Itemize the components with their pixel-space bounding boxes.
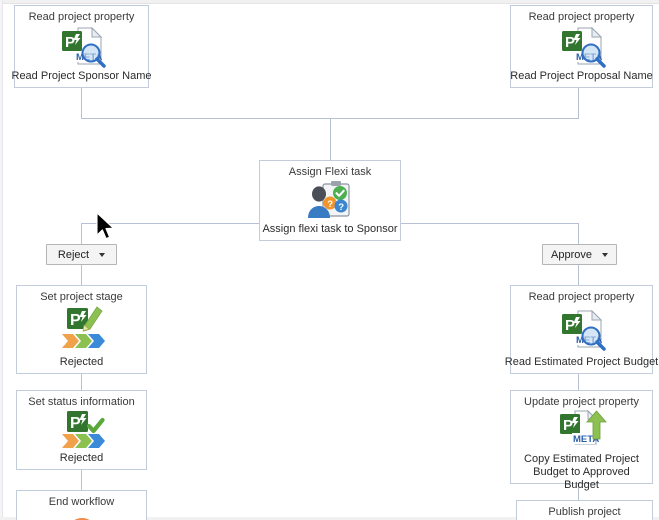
node-publish-project[interactable]: Publish project [516, 500, 653, 520]
node-caption: Copy Estimated Project Budget to Approve… [524, 453, 639, 491]
svg-text:P: P [70, 312, 81, 329]
node-update-project-property[interactable]: Update project property P META Copy Esti… [510, 390, 653, 491]
node-title: Assign Flexi task [288, 166, 372, 178]
left-chrome-strip [0, 0, 3, 520]
node-title: Read project property [528, 291, 635, 303]
connector-rail-to-assign [330, 118, 331, 160]
branch-button-approve[interactable]: Approve [542, 244, 617, 265]
bottom-chrome-strip [0, 517, 659, 520]
branch-button-reject[interactable]: Reject [46, 244, 117, 265]
connector-reject-to-set-stage [81, 264, 82, 285]
svg-text:P: P [563, 417, 573, 434]
chevron-down-icon[interactable] [601, 252, 608, 257]
node-title: Set status information [28, 396, 135, 408]
read-project-property-meta-icon: P META [515, 304, 648, 356]
node-read-estimated-project-budget[interactable]: Read project property P META Read Estima… [505, 285, 658, 374]
connector-update-to-publish [578, 484, 579, 500]
node-caption: Read Estimated Project Budget [504, 356, 659, 368]
node-assign-flexi-task[interactable]: Assign Flexi task ? ? Assign flexi task … [259, 160, 401, 241]
node-caption: Read Project Sponsor Name [11, 70, 152, 82]
read-project-property-meta-icon: P META [19, 24, 144, 70]
connector-read-sponsor-down [81, 88, 82, 119]
set-status-information-icon: P [21, 409, 142, 452]
svg-text:P: P [65, 34, 75, 51]
branch-button-label: Reject [57, 248, 90, 261]
connector-status-to-end [81, 470, 82, 490]
svg-text:P: P [70, 415, 81, 432]
connector-set-stage-to-status [81, 374, 82, 390]
assign-flexi-task-icon: ? ? [264, 179, 396, 223]
end-workflow-icon [21, 509, 142, 520]
connector-read-budget-to-update [578, 374, 579, 390]
update-project-property-icon: P META [515, 409, 648, 453]
node-caption: Rejected [59, 452, 104, 464]
node-title: Read project property [528, 11, 635, 23]
svg-text:P: P [565, 34, 575, 51]
top-chrome-strip [0, 0, 659, 4]
node-title: Set project stage [40, 291, 123, 303]
set-project-stage-icon: P [21, 304, 142, 356]
connector-read-proposal-down [578, 88, 579, 119]
node-set-project-stage[interactable]: Set project stage P Rejected [16, 285, 147, 374]
connector-rail-to-approve [578, 223, 579, 245]
node-end-workflow[interactable]: End workflow [16, 490, 147, 520]
connector-rail-to-reject [81, 223, 82, 245]
node-read-project-sponsor-name[interactable]: Read project property P META Read Projec… [11, 5, 152, 88]
node-title: Publish project [548, 506, 621, 518]
node-set-status-information[interactable]: Set status information P Rejected [16, 390, 147, 470]
node-title: Read project property [28, 11, 135, 23]
node-title: Update project property [524, 396, 639, 408]
svg-text:P: P [565, 317, 575, 334]
svg-text:META: META [573, 434, 599, 445]
branch-button-label: Approve [551, 248, 592, 261]
connector-approve-to-read-budget [578, 264, 579, 285]
node-caption: Assign flexi task to Sponsor [262, 223, 398, 235]
node-caption: Rejected [59, 356, 104, 368]
chevron-down-icon[interactable] [99, 252, 106, 257]
svg-text:?: ? [338, 202, 344, 213]
svg-text:?: ? [327, 199, 333, 210]
read-project-property-meta-icon: P META [515, 24, 648, 70]
node-title: End workflow [48, 496, 115, 508]
node-caption: Read Project Proposal Name [510, 70, 653, 82]
node-read-project-proposal-name[interactable]: Read project property P META Read Projec… [510, 5, 653, 88]
